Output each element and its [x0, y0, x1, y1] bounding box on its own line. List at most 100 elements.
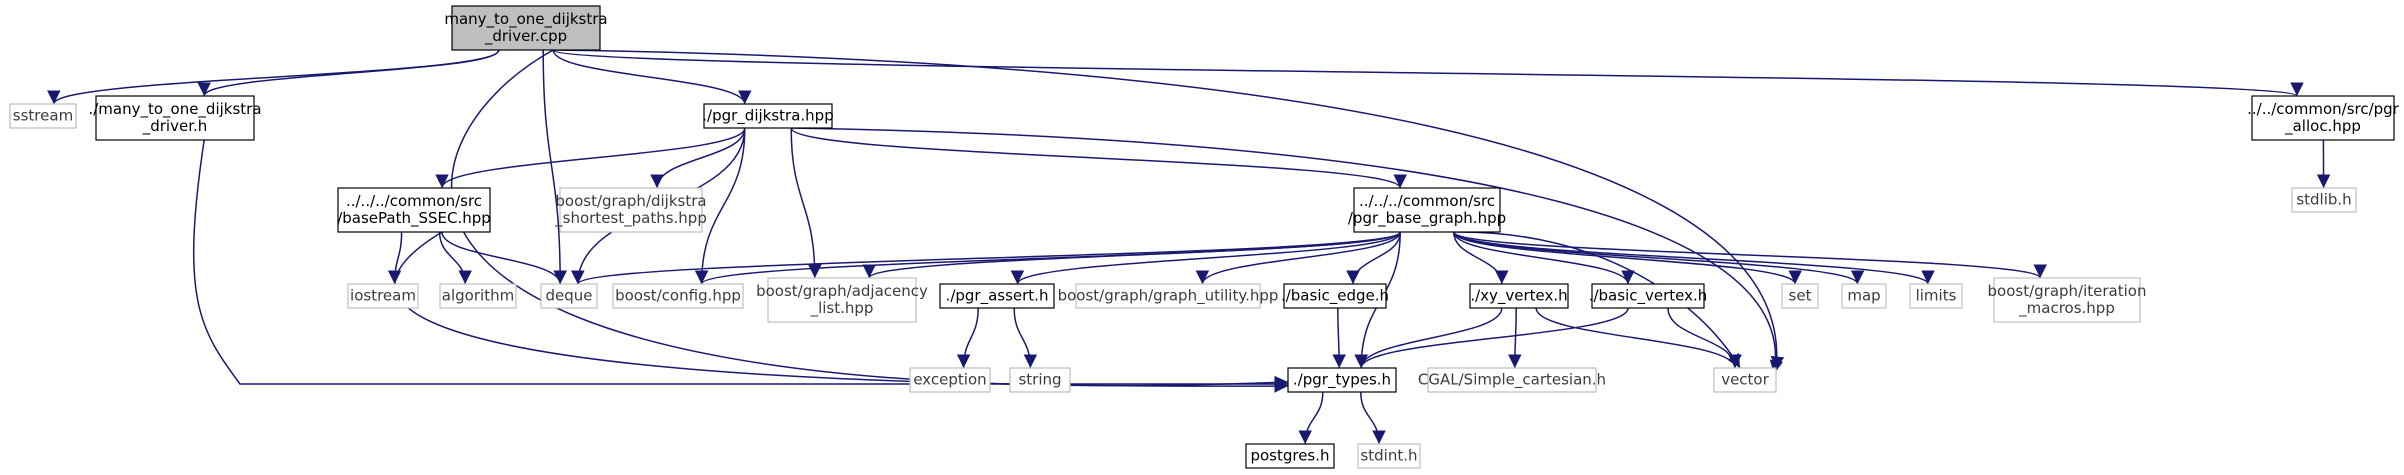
node-basic_vertex[interactable]: ./basic_vertex.h	[1589, 283, 1708, 309]
node-label: boost/config.hpp	[615, 287, 741, 305]
node-deque: deque	[540, 283, 598, 309]
edge-pgr_dijkstra-to-basepath	[435, 127, 746, 189]
node-xy_vertex[interactable]: ./xy_vertex.h	[1469, 283, 1569, 309]
node-iostream: iostream	[347, 283, 419, 309]
node-vector: vector	[1713, 367, 1777, 393]
node-label: _alloc.hpp	[2284, 117, 2361, 136]
node-box	[1469, 283, 1569, 309]
node-box	[9, 103, 77, 129]
node-label: boost/graph/dijkstra	[555, 192, 706, 210]
node-label: boost/graph/graph_utility.hpp	[1058, 287, 1279, 306]
node-label: ./basic_edge.h	[1281, 287, 1389, 306]
edge-pgr_types-to-stdint	[1360, 391, 1386, 445]
edge-base_graph-to-xy_vertex	[1453, 231, 1509, 285]
node-box	[1993, 277, 2141, 323]
node-box	[1909, 283, 1963, 309]
node-label: vector	[1721, 371, 1769, 389]
node-box	[612, 283, 744, 309]
node-string: string	[1009, 367, 1071, 393]
edge-pgr_assert-to-exception	[956, 307, 979, 369]
node-box	[1353, 187, 1501, 233]
edge-base_graph-to-graph_utility	[1195, 231, 1401, 285]
edge-root-to-deque	[542, 49, 567, 285]
edge-root-to-driver_h	[197, 49, 500, 97]
node-pgr_alloc[interactable]: ../../common/src/pgr_alloc.hpp	[2247, 95, 2400, 141]
node-label: _macros.hpp	[2018, 299, 2115, 318]
edge-base_graph-to-basic_vertex	[1453, 231, 1635, 285]
node-label: _shortest_paths.hpp	[554, 209, 707, 228]
edge-basepath-to-deque	[441, 231, 567, 285]
node-box	[1427, 367, 1597, 393]
node-box	[1075, 283, 1261, 309]
edge-base_graph-to-basic_edge	[1346, 231, 1401, 285]
node-label: CGAL/Simple_cartesian.h	[1418, 371, 1606, 390]
edge-pgr_dijkstra-to-vector	[791, 127, 1784, 375]
node-driver_h[interactable]: ./many_to_one_dijkstra_driver.h	[88, 95, 262, 141]
node-box	[1781, 283, 1819, 309]
node-label: deque	[545, 287, 592, 305]
node-pgr_types[interactable]: ./pgr_types.h	[1287, 367, 1397, 393]
edge-basic_edge-to-pgr_types	[1332, 307, 1346, 369]
node-label: string	[1018, 371, 1061, 389]
node-label: postgres.h	[1250, 447, 1329, 465]
node-stdlib: stdlib.h	[2291, 187, 2357, 213]
edge-basepath-to-iostream	[387, 231, 403, 285]
node-algorithm: algorithm	[439, 283, 517, 309]
node-label: ../../../common/src	[1359, 192, 1495, 210]
node-box	[2251, 95, 2395, 141]
node-label: ./many_to_one_dijkstra	[88, 100, 261, 119]
node-base_graph[interactable]: ../../../common/src/pgr_base_graph.hpp	[1348, 187, 1506, 233]
edge-base_graph-to-boost_config	[695, 231, 1401, 285]
edge-root-to-pgr_dijkstra	[552, 49, 752, 105]
node-pgr_dijkstra[interactable]: ./pgr_dijkstra.hpp	[702, 103, 834, 129]
node-box	[1245, 443, 1335, 469]
node-box	[451, 5, 601, 51]
node-basepath[interactable]: ../../../common/src/basePath_SSEC.hpp	[337, 187, 491, 233]
edge-base_graph-to-limits	[1453, 231, 1935, 285]
node-label: ./xy_vertex.h	[1470, 287, 1567, 306]
edge-xy_vertex-to-pgr_types	[1354, 307, 1503, 369]
node-box	[909, 367, 991, 393]
node-box	[1357, 443, 1421, 469]
node-root[interactable]: many_to_one_dijkstra_driver.cpp	[444, 5, 608, 51]
node-limits: limits	[1909, 283, 1963, 309]
node-box	[1009, 367, 1071, 393]
node-exception: exception	[909, 367, 991, 393]
node-box	[767, 277, 917, 323]
edge-basic_vertex-to-pgr_types	[1354, 307, 1629, 369]
node-label: stdlib.h	[2296, 191, 2351, 209]
node-label: /basePath_SSEC.hpp	[337, 209, 491, 228]
node-sstream: sstream	[9, 103, 77, 129]
node-map: map	[1841, 283, 1887, 309]
node-boost_config: boost/config.hpp	[612, 283, 744, 309]
node-postgres[interactable]: postgres.h	[1245, 443, 1335, 469]
edge-xy_vertex-to-vector	[1535, 307, 1742, 369]
edge-basepath-to-algorithm	[438, 231, 472, 285]
node-pgr_assert[interactable]: ./pgr_assert.h	[939, 283, 1055, 309]
node-label: ../../common/src/pgr	[2247, 100, 2400, 118]
node-box	[2291, 187, 2357, 213]
node-box	[1287, 367, 1397, 393]
node-label: exception	[913, 371, 986, 389]
node-box	[337, 187, 491, 233]
node-set: set	[1781, 283, 1819, 309]
node-label: boost/graph/iteration	[1988, 282, 2147, 300]
node-stdint: stdint.h	[1357, 443, 1421, 469]
node-box	[939, 283, 1055, 309]
node-box	[1591, 283, 1705, 309]
edge-pgr_dijkstra-to-dijkstra_sp	[650, 127, 746, 189]
node-label: ./pgr_types.h	[1293, 371, 1391, 390]
node-box	[95, 95, 255, 141]
node-label: _list.hpp	[810, 299, 874, 318]
edge-pgr_assert-to-string	[1013, 307, 1038, 369]
edge-xy_vertex-to-cgal	[1508, 307, 1522, 369]
node-cgal: CGAL/Simple_cartesian.h	[1418, 367, 1606, 393]
node-label: ./pgr_dijkstra.hpp	[702, 107, 833, 126]
edge-base_graph-to-adjacency	[862, 231, 1401, 279]
edge-base_graph-to-pgr_assert	[1010, 231, 1401, 285]
node-graph_utility: boost/graph/graph_utility.hpp	[1058, 283, 1279, 309]
edge-base_graph-to-vector	[1453, 231, 1741, 369]
edge-pgr_dijkstra-to-boost_config	[694, 127, 746, 285]
node-basic_edge[interactable]: ./basic_edge.h	[1281, 283, 1389, 309]
